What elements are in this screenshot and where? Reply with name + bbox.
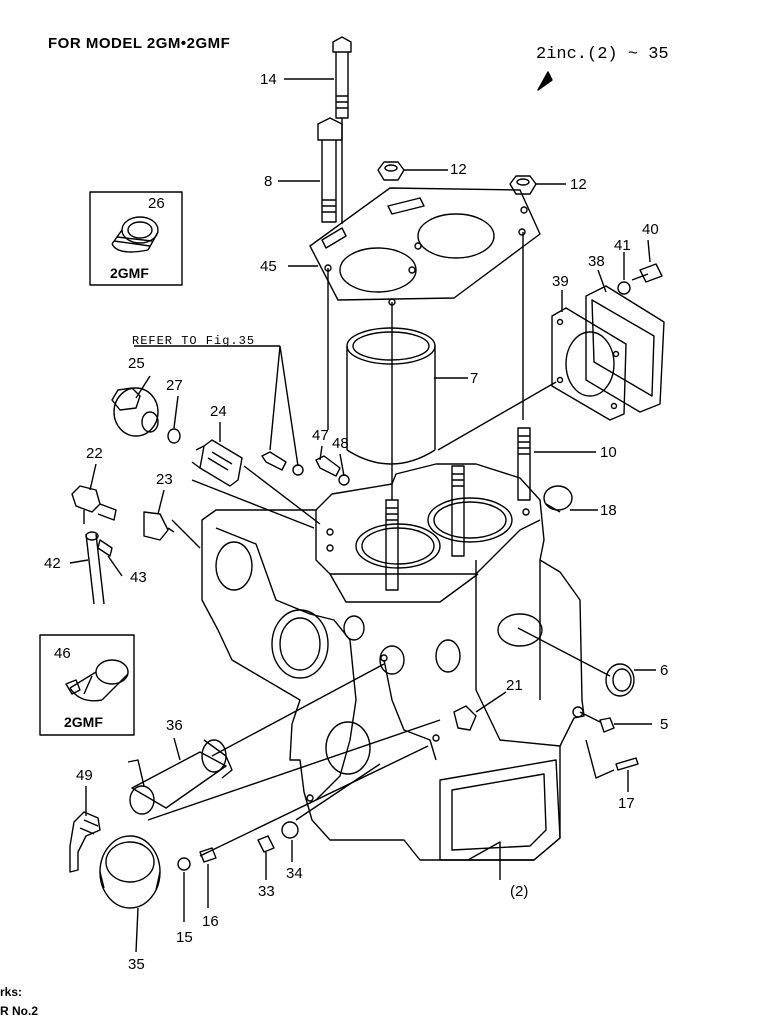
refer-bracket: [134, 345, 299, 467]
part-label-26: 26: [148, 195, 165, 212]
plug-25: [111, 387, 159, 437]
part-46-sleeve: [65, 659, 129, 702]
cylinder-block-2: [201, 463, 585, 861]
bolt-40: [631, 263, 663, 283]
leader-5: [579, 711, 601, 723]
plug-18: [543, 485, 573, 513]
part-label-48: 48: [332, 435, 349, 452]
part-label-16: 16: [202, 913, 219, 930]
part-label-6: 6: [660, 662, 669, 679]
washer-27: [167, 428, 181, 444]
part-label-5: 5: [660, 716, 669, 733]
part-label-17: 17: [618, 795, 635, 812]
stud-10: [517, 427, 531, 501]
refer-washer: [292, 464, 304, 476]
part-label-25: 25: [128, 355, 145, 372]
fitting-22: [71, 485, 117, 524]
bolt-8: [317, 117, 343, 223]
leader-34: [295, 763, 381, 821]
part-label-27: 27: [166, 377, 183, 394]
leader-6: [517, 627, 611, 677]
part-label-39: 39: [552, 273, 569, 290]
part-label-15: 15: [176, 929, 193, 946]
remarks-heading: rks:: [0, 985, 23, 999]
part-label-34: 34: [286, 865, 303, 882]
washer-34: [281, 821, 299, 839]
dowel-16: [199, 847, 217, 863]
leader-17: [585, 739, 615, 779]
leader-35: [147, 719, 441, 821]
washer-48: [338, 474, 350, 486]
refer-bolt: [261, 451, 287, 471]
clip-43: [97, 539, 113, 557]
inset-box-26: [89, 191, 183, 286]
part-label-18: 18: [600, 502, 617, 519]
part-label-24: 24: [210, 403, 227, 420]
part-label-21: 21: [506, 677, 523, 694]
remarks-ser-no: R No.2: [0, 1004, 39, 1018]
part-label-12a: 12: [450, 161, 467, 178]
refer-note: REFER TO Fig.35: [132, 334, 256, 348]
part-label-8: 8: [264, 173, 273, 190]
part-label-41: 41: [614, 237, 631, 254]
part-label-36: 36: [166, 717, 183, 734]
gasket-45: [309, 187, 541, 306]
nut-12a: [377, 161, 405, 181]
bolt-47: [315, 455, 341, 477]
part-label-7: 7: [470, 370, 479, 387]
oring-15: [177, 857, 191, 871]
hose-49: [69, 811, 101, 873]
leaders-block: [171, 465, 321, 549]
part-label-40: 40: [642, 221, 659, 238]
part-range-label: 2inc.(2) ~ 35: [536, 45, 669, 64]
cover-plate-38: [585, 285, 665, 413]
page-title: FOR MODEL 2GM•2GMF: [48, 35, 231, 52]
inset-label-top: 2GMF: [110, 265, 149, 281]
seal-6: [605, 663, 635, 697]
part-label-23: 23: [156, 471, 173, 488]
part-label-35: 35: [128, 956, 145, 973]
plug-21: [453, 705, 477, 731]
alignment-lines: [327, 118, 557, 500]
part-label-46: 46: [54, 645, 71, 662]
stud-center: [451, 465, 465, 557]
bolt-14: [332, 36, 352, 119]
inset-label-bottom: 2GMF: [64, 714, 103, 730]
leader-36: [211, 663, 385, 757]
part-label-12b: 12: [570, 176, 587, 193]
range-arrow-icon: [537, 71, 553, 91]
cartridge-24: [191, 439, 243, 487]
plug-5: [599, 717, 615, 733]
part-label-45: 45: [260, 258, 277, 275]
part-label-47: 47: [312, 427, 329, 444]
pipe-36: [127, 739, 233, 815]
fitting-23: [143, 511, 175, 541]
part-label-22: 22: [86, 445, 103, 462]
part-26-sleeve: [111, 216, 159, 253]
part-label-43: 43: [130, 569, 147, 586]
pipe-42: [85, 531, 105, 605]
gasket-39: [551, 307, 627, 421]
bolt-33: [257, 835, 275, 853]
pin-17: [615, 757, 639, 771]
part-label-33: 33: [258, 883, 275, 900]
label-leaders: [69, 78, 656, 953]
leader-16: [199, 745, 429, 857]
washer-41: [617, 281, 631, 295]
stud-left: [385, 499, 399, 591]
nut-12b: [509, 175, 537, 195]
liner-7: [346, 327, 436, 465]
part-label-42: 42: [44, 555, 61, 572]
part-label-38: 38: [588, 253, 605, 270]
part-label-49: 49: [76, 767, 93, 784]
inset-box-46: [39, 634, 135, 736]
sleeve-35: [99, 835, 161, 909]
part-label-2: (2): [510, 883, 529, 900]
part-label-10: 10: [600, 444, 617, 461]
part-label-14: 14: [260, 71, 277, 88]
